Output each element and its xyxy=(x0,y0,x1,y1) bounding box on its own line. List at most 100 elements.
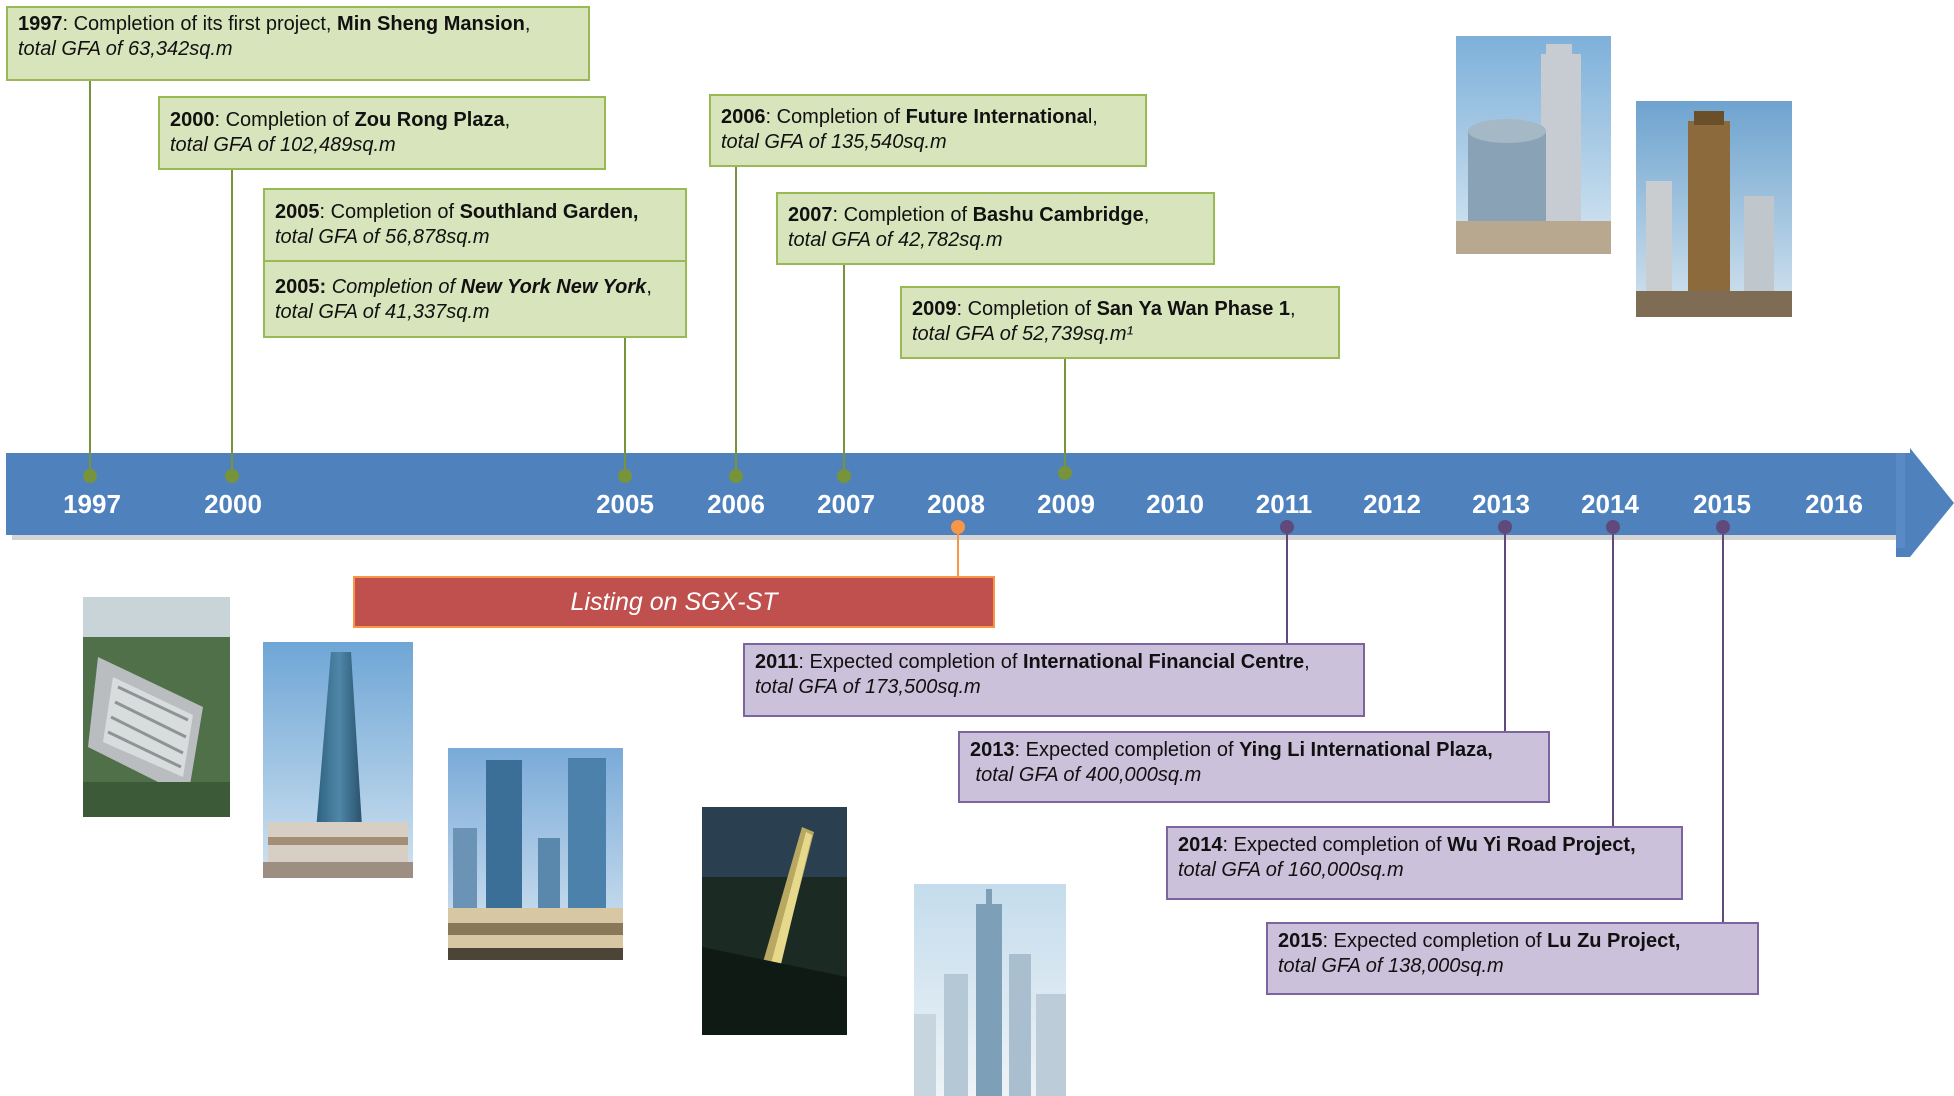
project-name: San Ya Wan Phase 1 xyxy=(1096,298,1291,320)
milestone-box-2011: 2011: Expected completion of Internation… xyxy=(743,643,1365,717)
milestone-text: : Completion of xyxy=(832,204,973,226)
milestone-text: : Completion of xyxy=(765,106,906,128)
milestone-text: , xyxy=(646,276,652,298)
milestone-year: 2005: xyxy=(275,276,327,298)
milestone-year: 2007 xyxy=(788,204,833,226)
milestone-box-2006: 2006: Completion of Future International… xyxy=(709,94,1147,167)
connector-line xyxy=(1286,527,1288,643)
milestone-year: 2013 xyxy=(970,739,1015,761)
milestone-year: 2006 xyxy=(721,106,766,128)
project-name: Bashu Cambridge xyxy=(972,204,1144,226)
year-label: 2012 xyxy=(1363,489,1421,519)
milestone-text: Completion of xyxy=(326,276,461,298)
project-name: Ying Li International Plaza, xyxy=(1239,739,1493,761)
project-gfa: total GFA of 56,878sq.m xyxy=(275,226,490,248)
project-name: New York New York xyxy=(460,276,647,298)
milestone-year: 2015 xyxy=(1278,930,1323,952)
connector-line xyxy=(957,527,959,577)
connector-line xyxy=(843,264,845,475)
milestone-year: 2005 xyxy=(275,201,320,223)
milestone-box-2014: 2014: Expected completion of Wu Yi Road … xyxy=(1166,826,1683,900)
project-name: Lu Zu Project, xyxy=(1547,930,1681,952)
year-label: 2010 xyxy=(1146,489,1204,519)
connector-line xyxy=(89,80,91,475)
timeline-arrow xyxy=(6,448,1954,557)
project-photo-aerial xyxy=(83,597,230,817)
project-gfa: total GFA of 42,782sq.m xyxy=(788,229,1003,251)
milestone-text: , xyxy=(1290,298,1296,320)
connector-line xyxy=(1504,527,1506,731)
connector-line xyxy=(1612,527,1614,827)
milestone-text: : Completion of xyxy=(319,201,460,223)
project-name: Min Sheng Mansion xyxy=(337,13,525,35)
milestone-dot xyxy=(225,469,239,483)
project-gfa: total GFA of 135,540sq.m xyxy=(721,131,947,153)
project-name: Future Internationa xyxy=(905,106,1088,128)
milestone-text: : Expected completion of xyxy=(1014,739,1240,761)
project-photo-round-tower xyxy=(1456,36,1611,254)
milestone-entry: 2005: Completion of New York New York, t… xyxy=(275,275,675,325)
milestone-year: 2014 xyxy=(1178,834,1223,856)
milestone-text: : Expected completion of xyxy=(1322,930,1548,952)
project-name: Zou Rong Plaza xyxy=(354,109,505,131)
year-label: 2011 xyxy=(1255,489,1313,519)
project-photo-tower xyxy=(263,642,413,878)
project-gfa: total GFA of 400,000sq.m xyxy=(970,764,1202,786)
connector-line xyxy=(624,338,626,475)
milestone-box-2009: 2009: Completion of San Ya Wan Phase 1, … xyxy=(900,286,1340,359)
year-label: 2014 xyxy=(1581,489,1639,519)
milestone-text: : Completion of xyxy=(956,298,1097,320)
milestone-entry: 2005: Completion of Southland Garden, to… xyxy=(275,200,675,250)
year-label: 2005 xyxy=(596,489,654,519)
milestone-dot xyxy=(837,469,851,483)
milestone-year: 2009 xyxy=(912,298,957,320)
connector-line xyxy=(1722,527,1724,923)
milestone-dot xyxy=(83,469,97,483)
milestone-text: , xyxy=(504,109,511,131)
project-name: Southland Garden, xyxy=(459,201,639,223)
milestone-text: , xyxy=(1304,651,1310,673)
milestone-text: l, xyxy=(1087,106,1098,128)
connector-line xyxy=(735,166,737,475)
year-label: 2016 xyxy=(1805,489,1863,519)
year-label: 2013 xyxy=(1472,489,1530,519)
milestone-dot xyxy=(1058,466,1072,480)
milestone-box-2013: 2013: Expected completion of Ying Li Int… xyxy=(958,731,1550,803)
milestone-text: , xyxy=(1143,204,1150,226)
milestone-year: 2000 xyxy=(170,109,215,131)
box-divider xyxy=(265,260,685,262)
milestone-text: , xyxy=(524,13,531,35)
milestone-dot xyxy=(729,469,743,483)
project-name: Wu Yi Road Project, xyxy=(1447,834,1636,856)
milestone-box-2007: 2007: Completion of Bashu Cambridge, tot… xyxy=(776,192,1215,265)
milestone-box-2015: 2015: Expected completion of Lu Zu Proje… xyxy=(1266,922,1759,995)
project-gfa: total GFA of 138,000sq.m xyxy=(1278,955,1504,977)
project-photo-skyline xyxy=(914,884,1066,1096)
project-gfa: total GFA of 173,500sq.m xyxy=(755,676,981,698)
year-label: 2000 xyxy=(204,489,262,519)
project-gfa: total GFA of 52,739sq.m¹ xyxy=(912,323,1134,345)
project-gfa: total GFA of 102,489sq.m xyxy=(170,134,396,156)
milestone-text: : Expected completion of xyxy=(798,651,1023,673)
milestone-year: 1997 xyxy=(18,13,63,35)
project-gfa: total GFA of 63,342sq.m xyxy=(18,38,233,60)
year-label: 2006 xyxy=(707,489,765,519)
project-gfa: total GFA of 160,000sq.m xyxy=(1178,859,1404,881)
milestone-year: 2011 xyxy=(755,651,799,673)
connector-line xyxy=(231,169,233,475)
year-label: 2015 xyxy=(1693,489,1751,519)
milestone-box-2005: 2005: Completion of Southland Garden, to… xyxy=(263,188,687,338)
milestone-text: : Completion of its first project, xyxy=(62,13,338,35)
year-label: 2007 xyxy=(817,489,875,519)
milestone-dot xyxy=(618,469,632,483)
project-photo-gold-tower xyxy=(1636,101,1792,317)
listing-label: Listing on SGX-ST xyxy=(570,588,778,616)
milestone-text: : Completion of xyxy=(214,109,355,131)
project-photo-twin-towers xyxy=(448,748,623,960)
listing-bar: Listing on SGX-ST xyxy=(353,576,995,628)
project-gfa: total GFA of 41,337sq.m xyxy=(275,301,490,323)
milestone-box-2000: 2000: Completion of Zou Rong Plaza, tota… xyxy=(158,96,606,170)
project-photo-night xyxy=(702,807,847,1035)
year-label: 2009 xyxy=(1037,489,1095,519)
milestone-text: : Expected completion of xyxy=(1222,834,1448,856)
